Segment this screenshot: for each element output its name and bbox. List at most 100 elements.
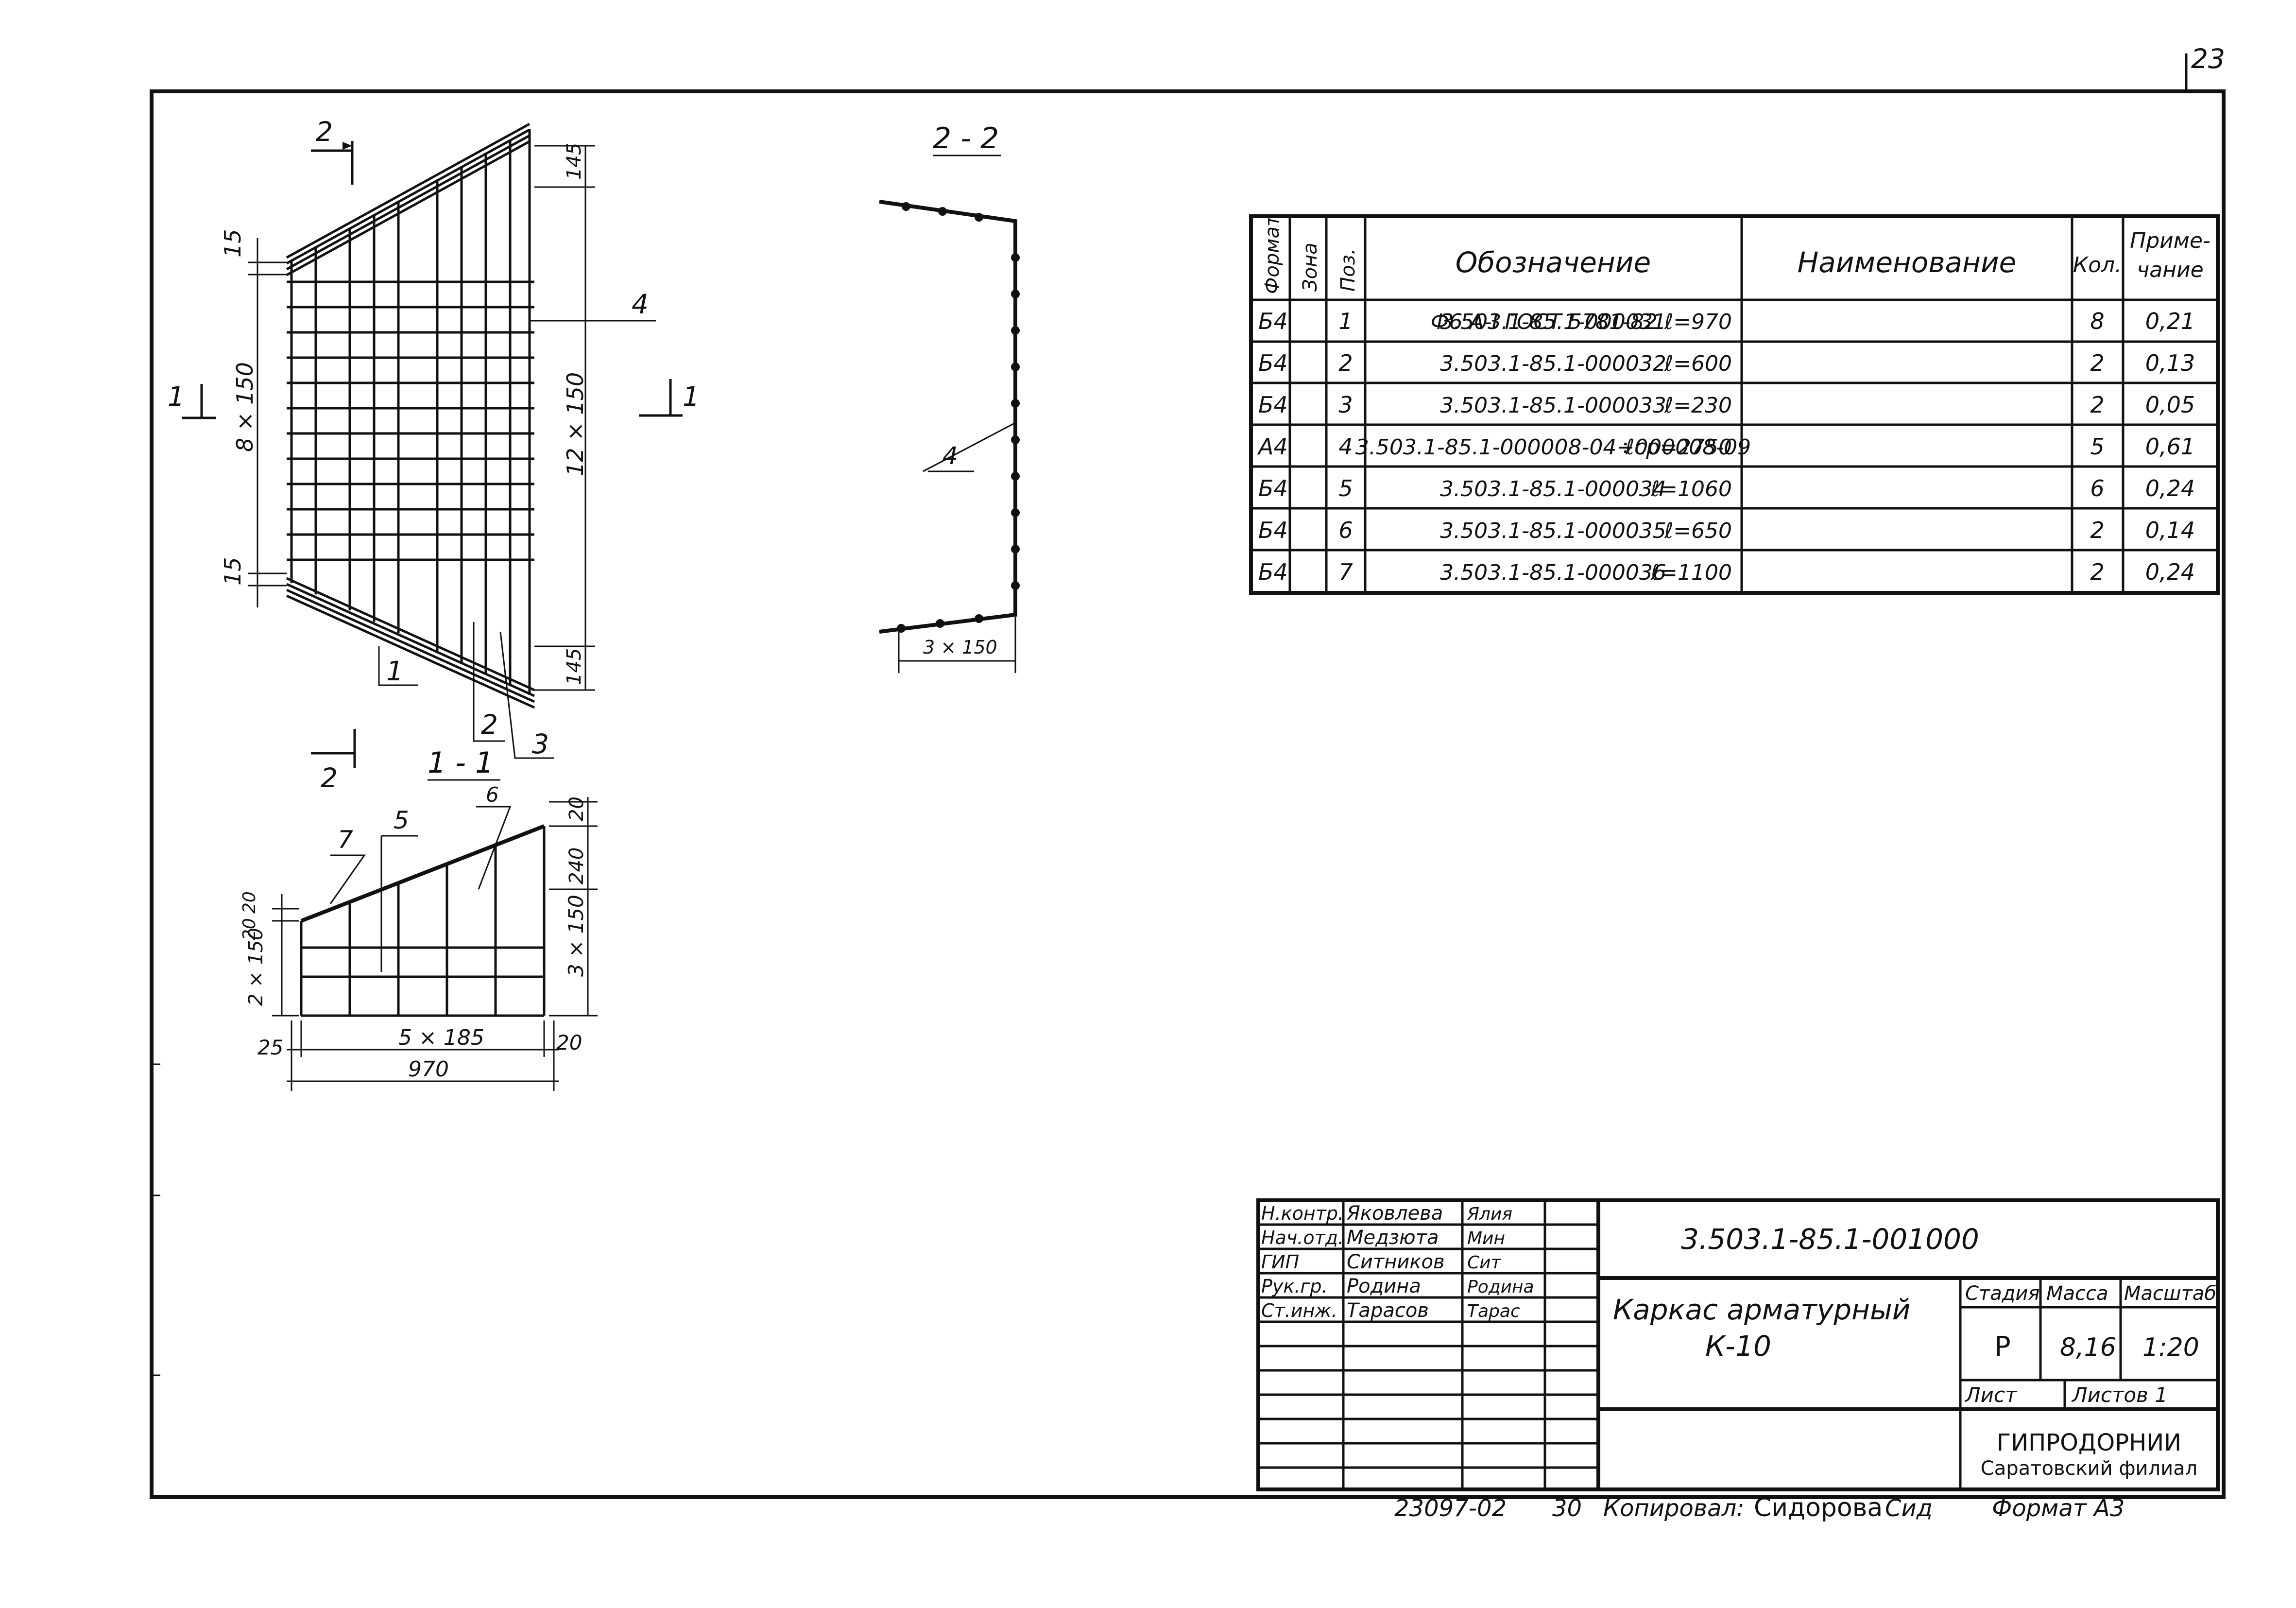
spec-cell-qty: 2 <box>2090 392 2104 418</box>
section-2-2-title: 2 - 2 <box>933 121 999 156</box>
footer-sheet-no: 30 <box>1552 1495 1582 1522</box>
tb-person: Яковлева <box>1346 1202 1443 1225</box>
plan-callout-4: 4 <box>632 289 649 320</box>
footer-copied-signature: Сид <box>1885 1495 1933 1522</box>
spec-cell-designation: 3.503.1-85.1-000034 <box>1440 477 1666 501</box>
spec-header-name: Наименование <box>1798 246 2017 279</box>
spec-cell-pos: 6 <box>1338 517 1353 543</box>
spec-cell-designation: 3.503.1-85.1-000008-04÷000008-09 <box>1355 435 1751 460</box>
section-1-1-dim-bottom-right: 20 <box>556 1031 582 1055</box>
spec-cell-name: ℓ=230 <box>1664 393 1732 418</box>
tb-signature: Мин <box>1467 1228 1505 1248</box>
spec-cell-format: Б4 <box>1258 392 1288 418</box>
footer-format-label: Формат А3 <box>1992 1495 2125 1522</box>
section-2-2-bar-dot <box>1011 326 1020 335</box>
section-2-2-bar-dot <box>1011 290 1020 298</box>
spec-cell-pos: 3 <box>1338 392 1353 418</box>
plan-callout-1: 1 <box>386 656 403 687</box>
sheet-label: Лист <box>1964 1383 2018 1407</box>
spec-cell-pos: 5 <box>1338 475 1353 501</box>
section-1-1-dim-right-top: 20 <box>565 796 588 821</box>
spec-cell-note: 0,24 <box>2145 559 2195 585</box>
section-1-1-title: 1 - 1 <box>428 746 494 780</box>
section-2-2-bar-dot <box>902 202 910 211</box>
spec-cell-note: 0,13 <box>2145 350 2195 376</box>
spec-header-pos: Поз. <box>1337 248 1359 292</box>
spec-cell-format: Б4 <box>1258 308 1288 334</box>
mass-value: 8,16 <box>2060 1333 2116 1362</box>
spec-cell-designation: 3.503.1-85.1-000033 <box>1440 393 1666 418</box>
section-1-1-dim-bottom-left: 25 <box>257 1036 283 1059</box>
tb-signature: Родина <box>1467 1277 1534 1297</box>
section-1-1-callout-7: 7 <box>338 826 353 854</box>
tb-role: ГИП <box>1261 1251 1299 1273</box>
spec-cell-note: 0,21 <box>2145 308 2195 334</box>
tb-role: Нач.отд. <box>1261 1227 1344 1248</box>
spec-cell-format: Б4 <box>1258 517 1288 543</box>
plan-section-mark-left: 1 <box>168 381 185 412</box>
tb-signature: Сит <box>1467 1253 1502 1273</box>
document-title-line2: К-10 <box>1705 1330 1771 1363</box>
spec-cell-designation: 3.503.1-85.1-000035 <box>1440 519 1666 543</box>
spec-cell-qty: 2 <box>2090 517 2104 543</box>
section-1-1: 1 - 1 7 5 6 20 20 2 × 150 20 240 3 × 150 <box>240 746 598 1091</box>
plan-view: 15 8 × 150 15 145 12 × 150 145 2 2 1 1 1… <box>168 116 700 794</box>
spec-table: Формат Зона Поз. Обозначение Наименовани… <box>1249 214 2220 595</box>
section-2-2-bar-dot <box>1011 363 1020 371</box>
document-code: 3.503.1-85.1-001000 <box>1681 1223 1979 1256</box>
spec-cell-name: Ф6 A-I ГОСТ 5781-82 ℓ=970 <box>1431 310 1732 334</box>
tb-person: Медзюта <box>1347 1227 1439 1249</box>
document-title-line1: Каркас арматурный <box>1613 1293 1910 1326</box>
spec-cell-qty: 2 <box>2090 350 2104 376</box>
footer-copied-name: Сидорова <box>1754 1493 1883 1522</box>
spec-cell-name: ℓ=1100 <box>1650 560 1732 585</box>
section-2-2-bar-dot <box>1011 472 1020 481</box>
spec-header-format: Формат <box>1261 214 1284 294</box>
section-2-2-bar-dot <box>1011 253 1020 262</box>
section-1-1-dim-bottom-total: 970 <box>408 1057 449 1082</box>
plan-bars <box>287 129 534 695</box>
scale-label: Масштаб <box>2124 1282 2216 1305</box>
plan-section-mark-top: 2 <box>316 116 333 147</box>
plan-callout-2: 2 <box>481 709 498 740</box>
section-2-2-bar-dots <box>897 202 1020 633</box>
plan-dim-right-top: 145 <box>563 143 585 180</box>
footer-copied-label: Копировал: <box>1603 1495 1744 1522</box>
spec-cell-pos: 2 <box>1338 350 1353 376</box>
tb-role: Рук.гр. <box>1261 1276 1328 1297</box>
section-2-2-bar-dot <box>975 614 983 623</box>
page-number: 23 <box>2191 43 2225 74</box>
tb-role: Н.контр. <box>1261 1203 1344 1224</box>
spec-cell-qty: 8 <box>2090 308 2104 334</box>
scale-value: 1:20 <box>2142 1333 2199 1362</box>
spec-cell-designation: 3.503.1-85.1-000031 <box>1440 310 1666 334</box>
footer-inventory: 23097-02 <box>1394 1495 1507 1522</box>
spec-cell-note: 0,14 <box>2145 517 2195 543</box>
stage-value: Р <box>1994 1331 2011 1363</box>
spec-cell-name: ℓ=1060 <box>1650 477 1732 501</box>
section-1-1-dim-left-mid: 2 × 150 <box>245 928 267 1006</box>
plan-callout-3: 3 <box>532 728 549 760</box>
section-1-1-dim-bottom-mid: 5 × 185 <box>398 1025 484 1050</box>
tb-person: Родина <box>1347 1275 1421 1297</box>
section-2-2-callout-4: 4 <box>942 442 958 470</box>
section-1-1-dim-left-b: 20 <box>240 918 259 940</box>
section-1-1-callout-5: 5 <box>394 806 409 834</box>
spec-cell-designation: 3.503.1-85.1-000036 <box>1440 560 1666 585</box>
spec-cell-designation: 3.503.1-85.1-000032 <box>1440 351 1666 376</box>
spec-header-zone: Зона <box>1299 242 1321 292</box>
section-2-2-bar-dot <box>1011 435 1020 444</box>
section-2-2-bar-dot <box>1011 508 1020 517</box>
spec-cell-qty: 5 <box>2090 433 2104 460</box>
section-1-1-bars <box>300 824 546 1017</box>
drawing-frame <box>150 53 2226 1499</box>
spec-cell-format: Б4 <box>1258 350 1288 376</box>
section-2-2-bar-dot <box>897 624 906 633</box>
section-1-1-sloped-bar <box>300 824 545 923</box>
sheets-label: Листов 1 <box>2071 1383 2168 1407</box>
tb-person: Ситников <box>1347 1251 1445 1273</box>
tb-signature: Ялия <box>1467 1204 1512 1224</box>
section-2-2-bar-dot <box>1011 581 1020 590</box>
